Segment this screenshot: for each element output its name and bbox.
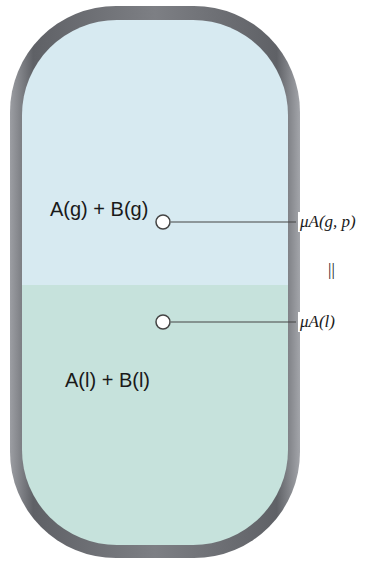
point-marker	[156, 215, 170, 229]
equality-sign: ||	[326, 260, 337, 280]
phase-region: A(l) + B(l)	[22, 285, 288, 545]
phase-label: A(l) + B(l)	[65, 369, 150, 392]
gas-phase	[22, 20, 288, 285]
chemical-potential-label: μA(g, p)	[298, 212, 358, 232]
point-marker	[156, 315, 170, 329]
phase-region: A(g) + B(g)	[22, 20, 288, 285]
phase-label: A(g) + B(g)	[50, 198, 148, 221]
leader-line	[171, 221, 296, 222]
liquid-phase	[22, 285, 288, 545]
leader-line	[171, 321, 296, 322]
chemical-potential-label: μA(l)	[298, 312, 337, 332]
